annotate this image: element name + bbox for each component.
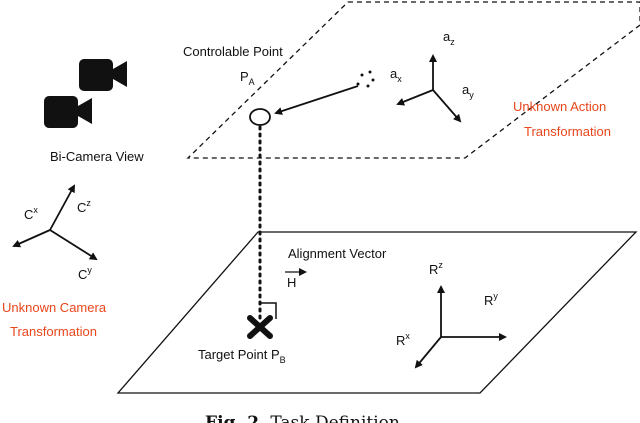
- camera-axes: [12, 184, 98, 261]
- action-axis-y-label: ay: [462, 82, 474, 100]
- svg-text:H: H: [287, 275, 296, 290]
- right-angle-bracket: [260, 302, 277, 319]
- target-plane: [116, 231, 638, 394]
- action-arrow: [274, 85, 359, 115]
- target-point-label: Target Point PB: [198, 347, 286, 365]
- target-x-icon: [247, 315, 273, 339]
- alignment-vector-label: Alignment Vector: [288, 246, 387, 261]
- h-vector-label: H: [285, 268, 307, 290]
- camera-icon: [79, 59, 127, 91]
- camera-icon: [44, 96, 92, 128]
- camera-axis-y-label: Cy: [78, 265, 92, 282]
- action-axes: [396, 54, 462, 123]
- pa-label: PA: [240, 69, 255, 87]
- robot-axes: [414, 285, 507, 369]
- action-axis-z-label: az: [443, 29, 455, 47]
- robot-axis-x-label: Rx: [396, 331, 410, 348]
- robot-axis-z-label: Rz: [429, 260, 443, 277]
- controllable-point-marker: [249, 108, 271, 126]
- action-axis-x-label: ax: [390, 66, 402, 84]
- bi-camera-view-label: Bi-Camera View: [50, 149, 144, 164]
- unknown-camera-label-2: Transformation: [10, 324, 97, 339]
- figure-caption: Fig. 2. Task Definition: [205, 413, 400, 423]
- unknown-action-label-1: Unknown Action: [513, 99, 606, 114]
- action-origin-dots: [356, 70, 375, 88]
- unknown-camera-label-1: Unknown Camera: [2, 300, 107, 315]
- camera-axis-z-label: Cz: [77, 198, 91, 215]
- controllable-point-label: Controlable Point: [183, 44, 283, 59]
- camera-axis-x-label: Cx: [24, 205, 38, 222]
- unknown-action-label-2: Transformation: [524, 124, 611, 139]
- robot-axis-y-label: Ry: [484, 291, 498, 308]
- action-plane: [186, 1, 640, 159]
